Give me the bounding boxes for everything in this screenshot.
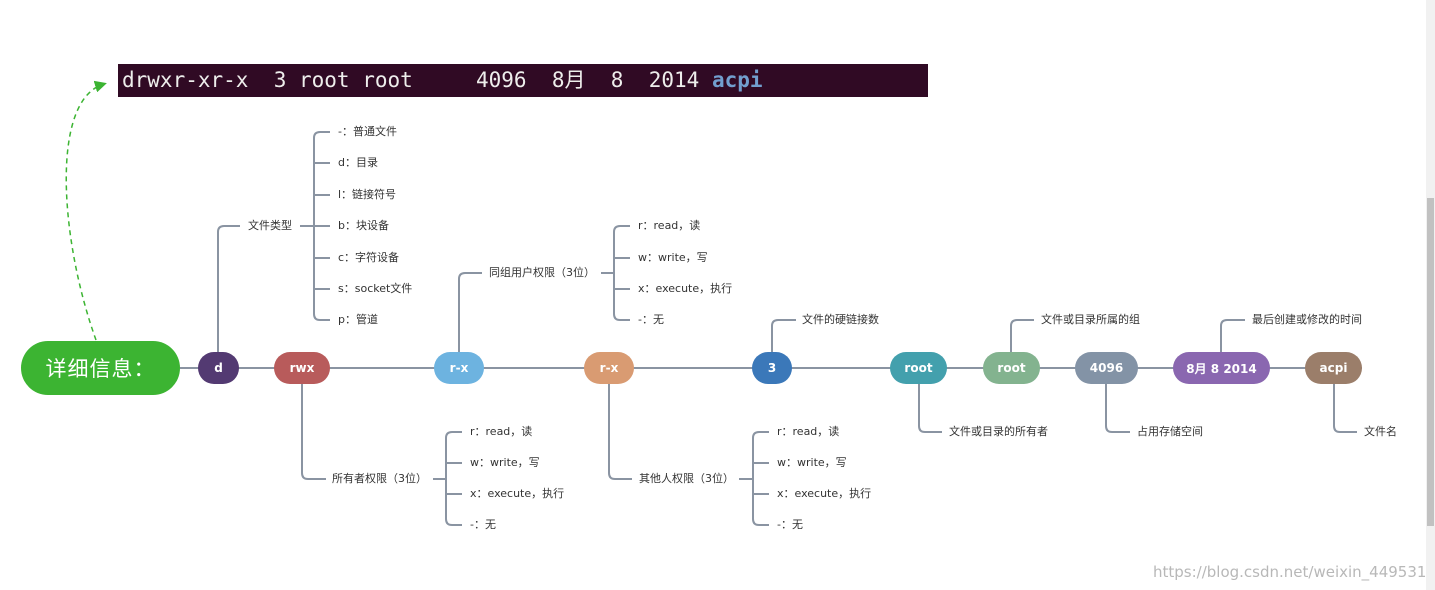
label-owner-perm: 所有者权限（3位） (332, 472, 427, 485)
node-link-count: 3 (752, 352, 792, 384)
other-perm-item: x：execute，执行 (777, 487, 872, 500)
label-file-name: 文件名 (1364, 425, 1397, 438)
connector-group-perm-list (601, 225, 630, 321)
connector-type-list (300, 131, 330, 321)
file-type-item: d：目录 (338, 156, 378, 169)
group-perm-item: x：execute，执行 (638, 282, 733, 295)
terminal-dirname: acpi (711, 68, 763, 92)
other-perm-item: w：write，写 (777, 456, 847, 469)
label-file-type: 文件类型 (248, 219, 292, 232)
node-other-perm: r-x (584, 352, 634, 384)
group-perm-item: r：read，读 (638, 219, 701, 232)
node-group: root (983, 352, 1040, 384)
connector-owner-perm (301, 384, 326, 480)
owner-perm-item: -：无 (470, 518, 496, 531)
node-owner-perm: rwx (274, 352, 330, 384)
terminal-line: drwxr-xr-x 3 root root 4096 8月 8 2014 ac… (118, 64, 928, 97)
connector-size (1105, 384, 1130, 433)
owner-perm-item: r：read，读 (470, 425, 533, 438)
connector-group (1010, 319, 1034, 352)
connector-group-perm (458, 272, 482, 352)
dashed-arrow (65, 80, 107, 341)
node-size: 4096 (1075, 352, 1138, 384)
connector-owner (918, 384, 942, 433)
root-node: 详细信息： (21, 341, 180, 395)
node-file-type: d (198, 352, 239, 384)
file-type-item: s：socket文件 (338, 282, 413, 295)
node-owner: root (890, 352, 947, 384)
watermark: https://blog.csdn.net/weixin_44953123 (1153, 563, 1435, 581)
other-perm-item: -：无 (777, 518, 803, 531)
scrollbar-thumb[interactable] (1427, 198, 1434, 526)
group-perm-item: w：write，写 (638, 251, 708, 264)
label-group-perm: 同组用户权限（3位） (489, 266, 595, 279)
owner-perm-item: w：write，写 (470, 456, 540, 469)
connector-other-perm (608, 384, 632, 480)
label-group: 文件或目录所属的组 (1041, 313, 1140, 326)
label-link-count: 文件的硬链接数 (802, 313, 879, 326)
node-date: 8月 8 2014 (1173, 352, 1270, 384)
connector-name (1333, 384, 1357, 433)
group-perm-item: -：无 (638, 313, 664, 326)
connector-other-perm-list (739, 431, 769, 526)
other-perm-item: r：read，读 (777, 425, 840, 438)
node-group-perm: r-x (434, 352, 484, 384)
terminal-ls-output: drwxr-xr-x 3 root root 4096 8月 8 2014 (122, 68, 712, 92)
node-file-name: acpi (1305, 352, 1362, 384)
owner-perm-item: x：execute，执行 (470, 487, 565, 500)
scrollbar-track[interactable] (1426, 0, 1435, 590)
label-size: 占用存储空间 (1137, 425, 1203, 438)
file-type-item: b：块设备 (338, 219, 389, 232)
label-date: 最后创建或修改的时间 (1252, 313, 1362, 326)
file-type-item: c：字符设备 (338, 251, 400, 264)
label-owner: 文件或目录的所有者 (949, 425, 1048, 438)
file-type-item: l：链接符号 (338, 188, 397, 201)
label-other-perm: 其他人权限（3位） (639, 472, 734, 485)
file-type-item: p：管道 (338, 313, 378, 326)
file-type-item: -：普通文件 (338, 125, 397, 138)
connector-date (1220, 319, 1245, 352)
connector-links (771, 319, 796, 352)
connector-type (217, 225, 240, 352)
connector-owner-perm-list (433, 431, 462, 526)
